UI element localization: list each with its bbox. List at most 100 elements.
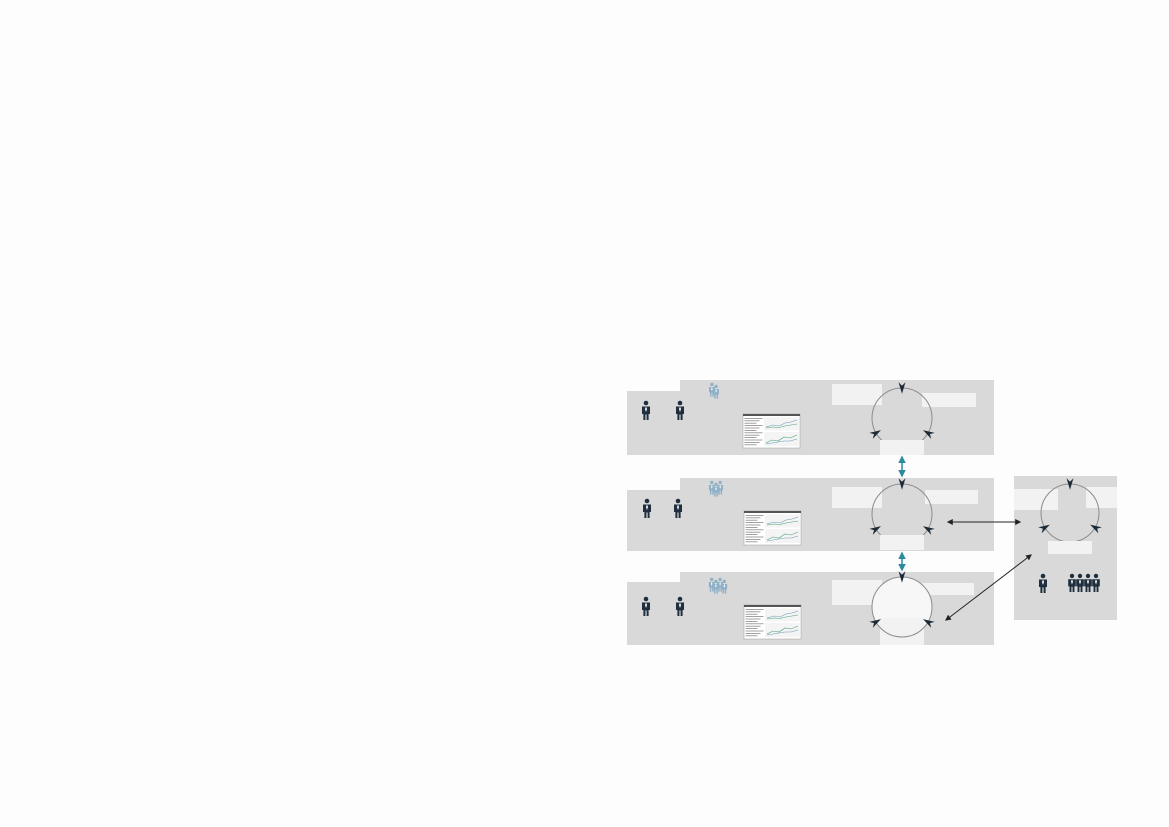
- person-collar: [710, 581, 713, 586]
- side-panel: [1014, 476, 1117, 620]
- person-icon: [643, 498, 651, 518]
- person-body: [1092, 579, 1100, 593]
- label-box-top-right: [1086, 487, 1117, 508]
- person-icon: [1076, 573, 1084, 593]
- report-text-line: [745, 628, 758, 629]
- report-text-line: [744, 434, 760, 436]
- cycle-arrowhead: [869, 430, 881, 439]
- group-member-icon: [717, 480, 724, 495]
- person-collar: [711, 484, 713, 489]
- person-body: [642, 406, 650, 420]
- team-icon: [1068, 573, 1100, 593]
- report-chart-line: [766, 614, 799, 620]
- group-member-icon: [713, 482, 719, 497]
- person-collar: [1071, 579, 1073, 585]
- person-collar: [646, 504, 648, 510]
- report-text-line: [745, 609, 764, 610]
- tier-background: [627, 380, 994, 455]
- person-body: [642, 602, 650, 616]
- tier-panel-3: [627, 571, 994, 645]
- label-box-bottom: [880, 535, 924, 550]
- report-chart-panel: [765, 608, 800, 622]
- cycle-arrowhead: [1066, 478, 1074, 490]
- person-head: [644, 498, 650, 504]
- person-collar: [715, 583, 717, 588]
- report-chart-line: [765, 438, 798, 445]
- report-chart-line: [766, 629, 799, 636]
- report-chart-line: [766, 625, 799, 635]
- label-box-top-left: [1014, 489, 1058, 510]
- report-text-line: [745, 635, 758, 637]
- label-box-top-left: [832, 384, 882, 405]
- label-box-right: [922, 583, 974, 595]
- report-chart-line: [766, 516, 799, 525]
- person-body: [676, 602, 684, 616]
- report-chart-line: [765, 419, 798, 428]
- report-text-line: [744, 420, 760, 422]
- report-text-line: [744, 418, 763, 419]
- person-collar: [1042, 579, 1044, 585]
- report-text-line: [744, 430, 757, 431]
- cycle-arrowhead: [869, 526, 881, 535]
- person-head: [710, 577, 714, 582]
- report-text-line: [745, 522, 764, 523]
- person-body: [721, 583, 728, 594]
- report-chart-line: [765, 434, 798, 444]
- person-head: [714, 579, 718, 584]
- report-text-line: [745, 621, 758, 622]
- report-text-line: [745, 611, 761, 613]
- person-collar: [723, 583, 726, 588]
- label-box-right: [925, 490, 978, 504]
- label-box-bottom: [880, 440, 924, 455]
- report-text-line: [745, 623, 764, 625]
- person-head: [714, 482, 718, 487]
- person-collar: [677, 504, 679, 510]
- report-text-line: [745, 534, 758, 535]
- person-icon: [1092, 573, 1100, 593]
- report-header-bar: [744, 511, 801, 513]
- person-body: [1076, 579, 1084, 593]
- report-chart-line: [766, 535, 799, 542]
- report-thumbnail: [743, 604, 802, 640]
- person-collar: [1079, 579, 1081, 585]
- group-member-icon: [721, 579, 728, 594]
- person-icon: [1084, 573, 1092, 593]
- cycle-arrowhead: [898, 382, 906, 394]
- group-member-icon: [713, 384, 719, 399]
- tier-background: [627, 478, 994, 551]
- report-text-line: [745, 531, 761, 533]
- report-text-line: [745, 541, 758, 543]
- people-group-icon: [709, 382, 719, 399]
- report-text-line: [744, 442, 760, 443]
- tier-panel-1: [627, 380, 994, 455]
- person-head: [722, 579, 726, 584]
- cycle-arrowhead: [1038, 524, 1050, 534]
- label-box-right: [922, 393, 976, 407]
- cycle-arrowhead: [923, 526, 935, 535]
- report-text-line: [744, 425, 763, 426]
- person-head: [718, 577, 722, 582]
- arrow-tier3-to-side: [945, 554, 1032, 621]
- person-head: [643, 596, 649, 602]
- report-text-line: [744, 439, 763, 441]
- report-chart-line: [765, 423, 798, 429]
- person-body: [674, 504, 682, 518]
- report-text-line: [745, 529, 764, 531]
- person-head: [1040, 573, 1046, 579]
- people-group-icon: [708, 577, 728, 594]
- report-text-line: [744, 432, 763, 434]
- person-head: [677, 400, 683, 406]
- cycle-arrowhead: [869, 619, 881, 628]
- cycle-arrowhead: [923, 430, 935, 439]
- report-header-bar: [744, 605, 801, 607]
- cycle-arrowhead: [923, 619, 935, 628]
- report-text-line: [745, 517, 761, 519]
- person-body: [1084, 579, 1092, 593]
- report-text-line: [745, 527, 758, 528]
- person-collar: [711, 386, 713, 391]
- person-head: [1077, 573, 1083, 579]
- person-head: [1085, 573, 1091, 579]
- person-head: [710, 382, 714, 387]
- person-icon: [676, 400, 684, 420]
- person-collar: [645, 406, 647, 412]
